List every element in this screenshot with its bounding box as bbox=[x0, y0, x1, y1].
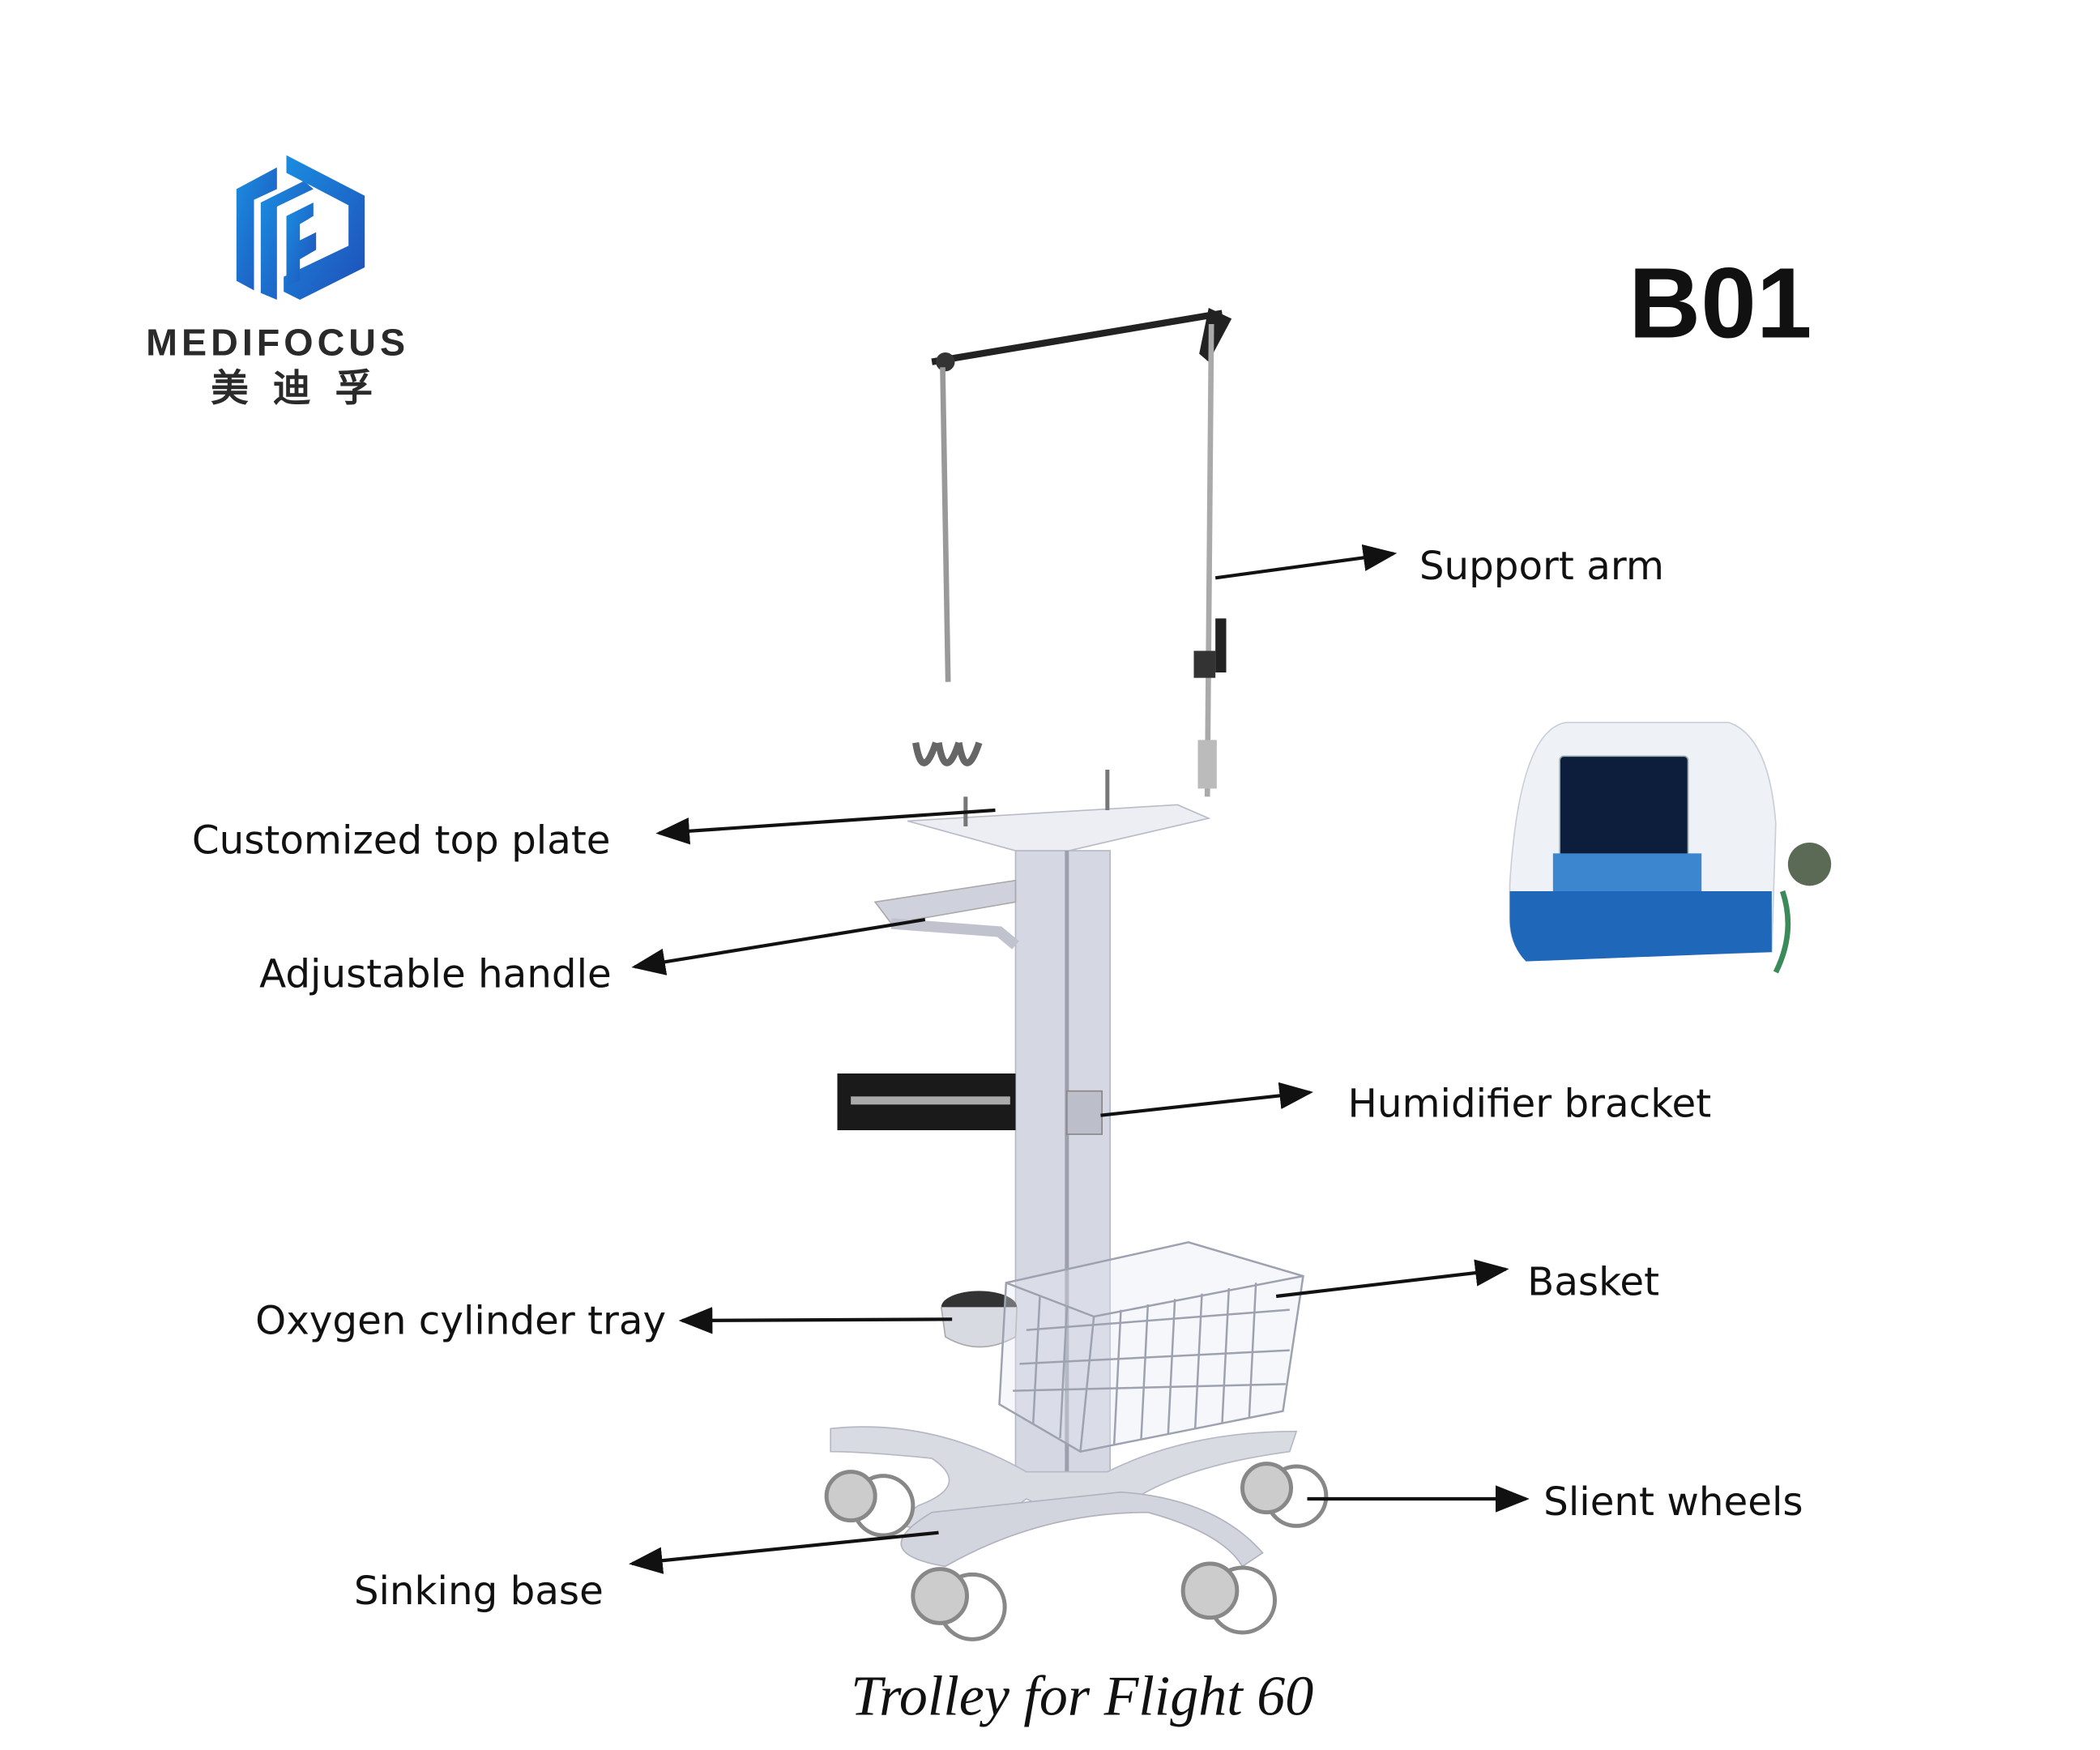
callout-customized-top-plate: Customized top plate bbox=[192, 808, 996, 863]
trolley-illustration bbox=[824, 308, 1329, 1641]
model-number: B01 bbox=[1628, 248, 1812, 360]
brand-name: MEDIFOCUS bbox=[146, 321, 409, 363]
callout-adjustable-handle: Adjustable handle bbox=[259, 917, 926, 997]
callout-label: Oxygen cylinder tray bbox=[255, 1299, 666, 1344]
callout-support-arm: Support arm bbox=[1214, 544, 1664, 589]
callout-label: Humidifier bracket bbox=[1348, 1081, 1712, 1126]
callout-label: Basket bbox=[1527, 1259, 1659, 1304]
callout-humidifier-bracket: Humidifier bracket bbox=[1100, 1081, 1712, 1126]
brand-name-cn: 美迪孚 bbox=[211, 367, 397, 411]
logo-cube-icon bbox=[236, 155, 365, 300]
wheels bbox=[824, 1462, 1329, 1641]
flight-60-device-image bbox=[1509, 721, 1832, 974]
callout-oxygen-cylinder-tray: Oxygen cylinder tray bbox=[255, 1299, 953, 1344]
callout-slient-wheels: Slient wheels bbox=[1307, 1479, 1803, 1525]
callout-label: Adjustable handle bbox=[259, 951, 612, 997]
callout-label: Sinking base bbox=[354, 1569, 604, 1614]
callout-basket: Basket bbox=[1275, 1259, 1659, 1304]
medifocus-logo: MEDIFOCUS 美迪孚 bbox=[146, 155, 409, 411]
callout-label: Support arm bbox=[1419, 544, 1664, 589]
caption-title: Trolley for Flight 60 bbox=[851, 1666, 1313, 1728]
callout-sinking-base: Sinking base bbox=[354, 1530, 939, 1614]
callout-label: Customized top plate bbox=[192, 817, 611, 863]
callout-label: Slient wheels bbox=[1543, 1479, 1803, 1525]
